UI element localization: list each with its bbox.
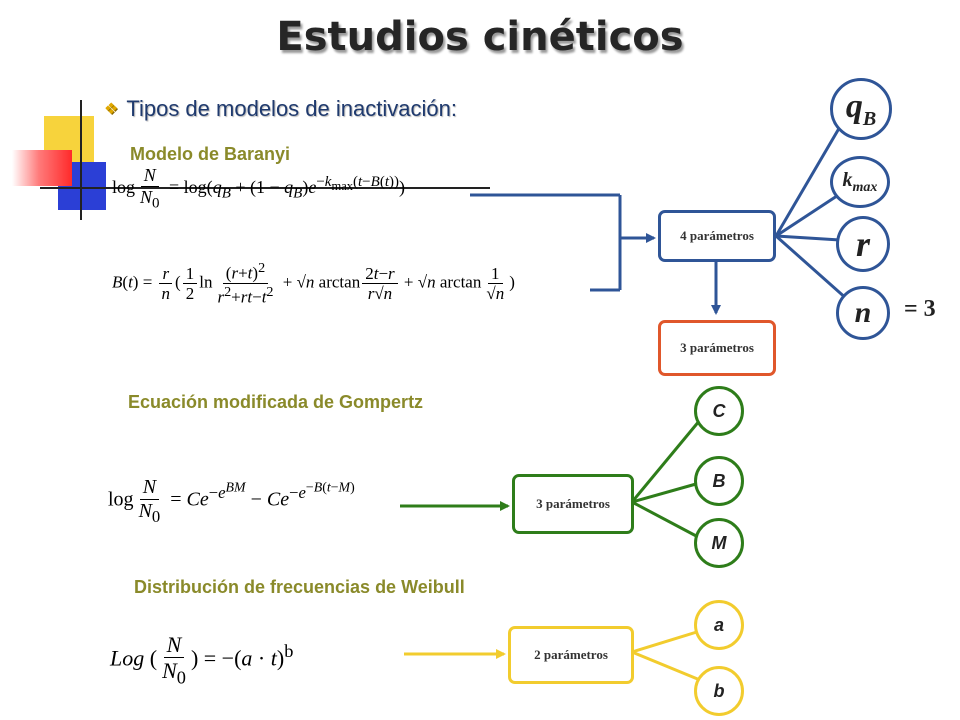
box-2-parameters: 2 parámetros — [508, 626, 634, 684]
n-value: = 3 — [904, 296, 936, 322]
param-node-m: M — [694, 518, 744, 568]
bullet-text: Tipos de modelos de inactivación: — [126, 96, 457, 121]
param-c-label: C — [712, 400, 726, 421]
param-node-a: a — [694, 600, 744, 650]
decor-red-square — [12, 150, 72, 186]
page-title: Estudios cinéticos — [276, 14, 684, 60]
decor-horizontal-line — [40, 187, 490, 189]
baranyi-label: Modelo de Baranyi — [130, 144, 291, 164]
param-r-label: r — [855, 224, 870, 264]
param-node-kmax: kmax — [830, 156, 890, 208]
gompertz-branches — [630, 419, 702, 540]
param-b-label: B — [712, 470, 726, 491]
param-node-b: B — [694, 456, 744, 506]
param-qb-label: qB — [845, 87, 877, 130]
box-3-parameters-gompertz: 3 parámetros — [512, 474, 634, 534]
baranyi-branches — [774, 112, 850, 302]
param-a-label: a — [713, 614, 724, 635]
weibull-branches — [631, 629, 701, 682]
decor-vertical-line — [80, 100, 82, 220]
param-node-r: r — [836, 216, 890, 272]
box-4-parameters: 4 parámetros — [658, 210, 776, 262]
param-m-label: M — [711, 532, 727, 553]
diamond-bullet-icon: ❖ — [104, 101, 119, 118]
param-node-c: C — [694, 386, 744, 436]
param-node-n: n — [836, 286, 890, 340]
param-node-bw: b — [694, 666, 744, 716]
param-node-qb: qB — [830, 78, 892, 140]
weibull-label: Distribución de frecuencias de Weibull — [134, 577, 465, 597]
param-n-label: n — [854, 296, 872, 329]
param-kmax-label: kmax — [842, 168, 878, 195]
gompertz-label: Ecuación modificada de Gompertz — [128, 392, 424, 412]
param-bw-label: b — [713, 680, 725, 701]
box-3-parameters-baranyi: 3 parámetros — [658, 320, 776, 376]
baranyi-bracket — [470, 193, 656, 292]
bullet-item: ❖ Tipos de modelos de inactivación: — [104, 96, 457, 122]
